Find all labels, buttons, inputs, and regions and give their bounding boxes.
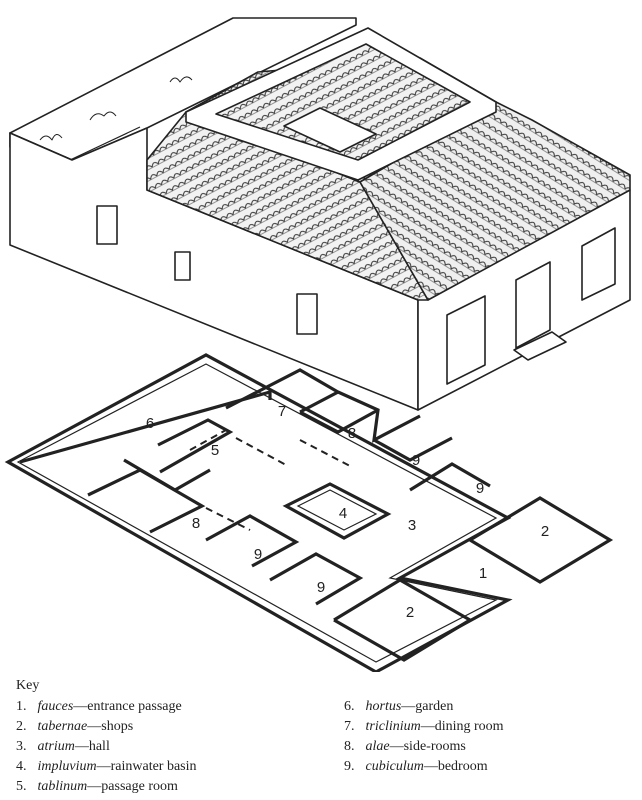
plan-label-7: 7 (278, 403, 286, 420)
wall-8b (87, 468, 206, 534)
plan-label-8-top: 8 (348, 425, 356, 442)
impluvium-basin-inner (296, 489, 378, 531)
plan-room-labels: 6 7 5 8 9 9 4 3 2 8 9 9 1 2 (146, 403, 549, 621)
door-right-3 (581, 227, 616, 301)
dashed-opening-3 (205, 507, 251, 531)
key-meaning: —garden (401, 699, 454, 714)
compluvium-inner-roof (215, 43, 471, 161)
key-term: impluvium (37, 759, 97, 774)
key-column-right: 6. hortus—garden 7. triclinium—dining ro… (344, 697, 504, 777)
key-meaning: —rainwater basin (96, 759, 197, 774)
key-number: 9. (344, 759, 355, 774)
compluvium-opening (283, 107, 377, 153)
wall-left-rooms (157, 418, 234, 474)
key-item: 9. cubiculum—bedroom (344, 757, 504, 777)
key-item: 1. fauces—entrance passage (16, 697, 197, 717)
key-number: 2. (16, 719, 27, 734)
key-number: 5. (16, 779, 27, 794)
key-meaning: —entrance passage (73, 699, 182, 714)
wall-triclinium (225, 368, 342, 414)
key-item: 7. triclinium—dining room (344, 717, 504, 737)
key-term: alae (365, 739, 390, 754)
window-left-2 (174, 251, 191, 281)
plan-outline-inner (16, 363, 498, 663)
key-meaning: —passage room (87, 779, 178, 794)
window-left-1 (96, 205, 118, 245)
plan-label-8-bottom: 8 (192, 515, 200, 532)
key-meaning: —bedroom (423, 759, 488, 774)
plan-label-9-top: 9 (412, 452, 420, 469)
key-term: atrium (37, 739, 75, 754)
door-right-1 (446, 295, 486, 385)
plan-label-6: 6 (146, 415, 154, 432)
plan-label-4: 4 (339, 505, 347, 522)
plan-label-3: 3 (408, 517, 416, 534)
key-item: 2. tabernae—shops (16, 717, 197, 737)
key-number: 6. (344, 699, 355, 714)
key-number: 1. (16, 699, 27, 714)
plan-label-2-right: 2 (541, 523, 549, 540)
key-item: 5. tablinum—passage room (16, 777, 197, 797)
plan-label-9-bottom-left: 9 (254, 546, 262, 563)
wall-shop-2a (469, 496, 614, 584)
key-number: 4. (16, 759, 27, 774)
garden-plants (39, 76, 193, 141)
key-item: 6. hortus—garden (344, 697, 504, 717)
key-legend: Key 1. fauces—entrance passage 2. tabern… (0, 676, 642, 800)
wall-room-8-right (337, 390, 421, 443)
wall-9c (205, 514, 300, 568)
key-term: fauces (37, 699, 74, 714)
impluvium-basin (282, 482, 392, 540)
key-number: 7. (344, 719, 355, 734)
dashed-opening-1 (235, 437, 289, 467)
plan-label-9-right: 9 (476, 480, 484, 497)
door-right-2 (515, 261, 551, 349)
plan-label-1: 1 (479, 565, 487, 582)
plan-label-9-bottom: 9 (317, 579, 325, 596)
floor-plan (4, 353, 614, 672)
key-title: Key (16, 678, 40, 693)
key-meaning: —side-rooms (389, 739, 466, 754)
key-item: 8. alae—side-rooms (344, 737, 504, 757)
key-term: triclinium (365, 719, 421, 734)
door-step (513, 331, 567, 361)
key-term: hortus (365, 699, 402, 714)
window-left-3 (296, 293, 318, 335)
key-number: 3. (16, 739, 27, 754)
dashed-opening-2 (299, 439, 351, 467)
wall-garden (19, 389, 272, 464)
plan-label-2-bottom: 2 (406, 604, 414, 621)
key-meaning: —hall (74, 739, 110, 754)
key-number: 8. (344, 739, 355, 754)
roman-house-illustration: 6 7 5 8 9 9 4 3 2 8 9 9 1 2 (4, 17, 631, 672)
key-item: 3. atrium—hall (16, 737, 197, 757)
wall-7-8 (299, 408, 379, 434)
wall-room-9a (373, 436, 453, 462)
key-column-left: 1. fauces—entrance passage 2. tabernae—s… (16, 697, 197, 797)
plan-outline (4, 353, 513, 672)
key-meaning: —dining room (420, 719, 504, 734)
house-exterior (9, 17, 631, 411)
key-item: 4. impluvium—rainwater basin (16, 757, 197, 777)
wall-9d (269, 552, 364, 606)
key-term: cubiculum (365, 759, 424, 774)
dashed-opening-4 (189, 429, 227, 451)
key-meaning: —shops (87, 719, 134, 734)
plan-label-5: 5 (211, 442, 219, 459)
wall-shop-2b (333, 578, 474, 662)
key-term: tabernae (37, 719, 88, 734)
wall-room-9b (409, 462, 491, 492)
key-term: tablinum (37, 779, 88, 794)
